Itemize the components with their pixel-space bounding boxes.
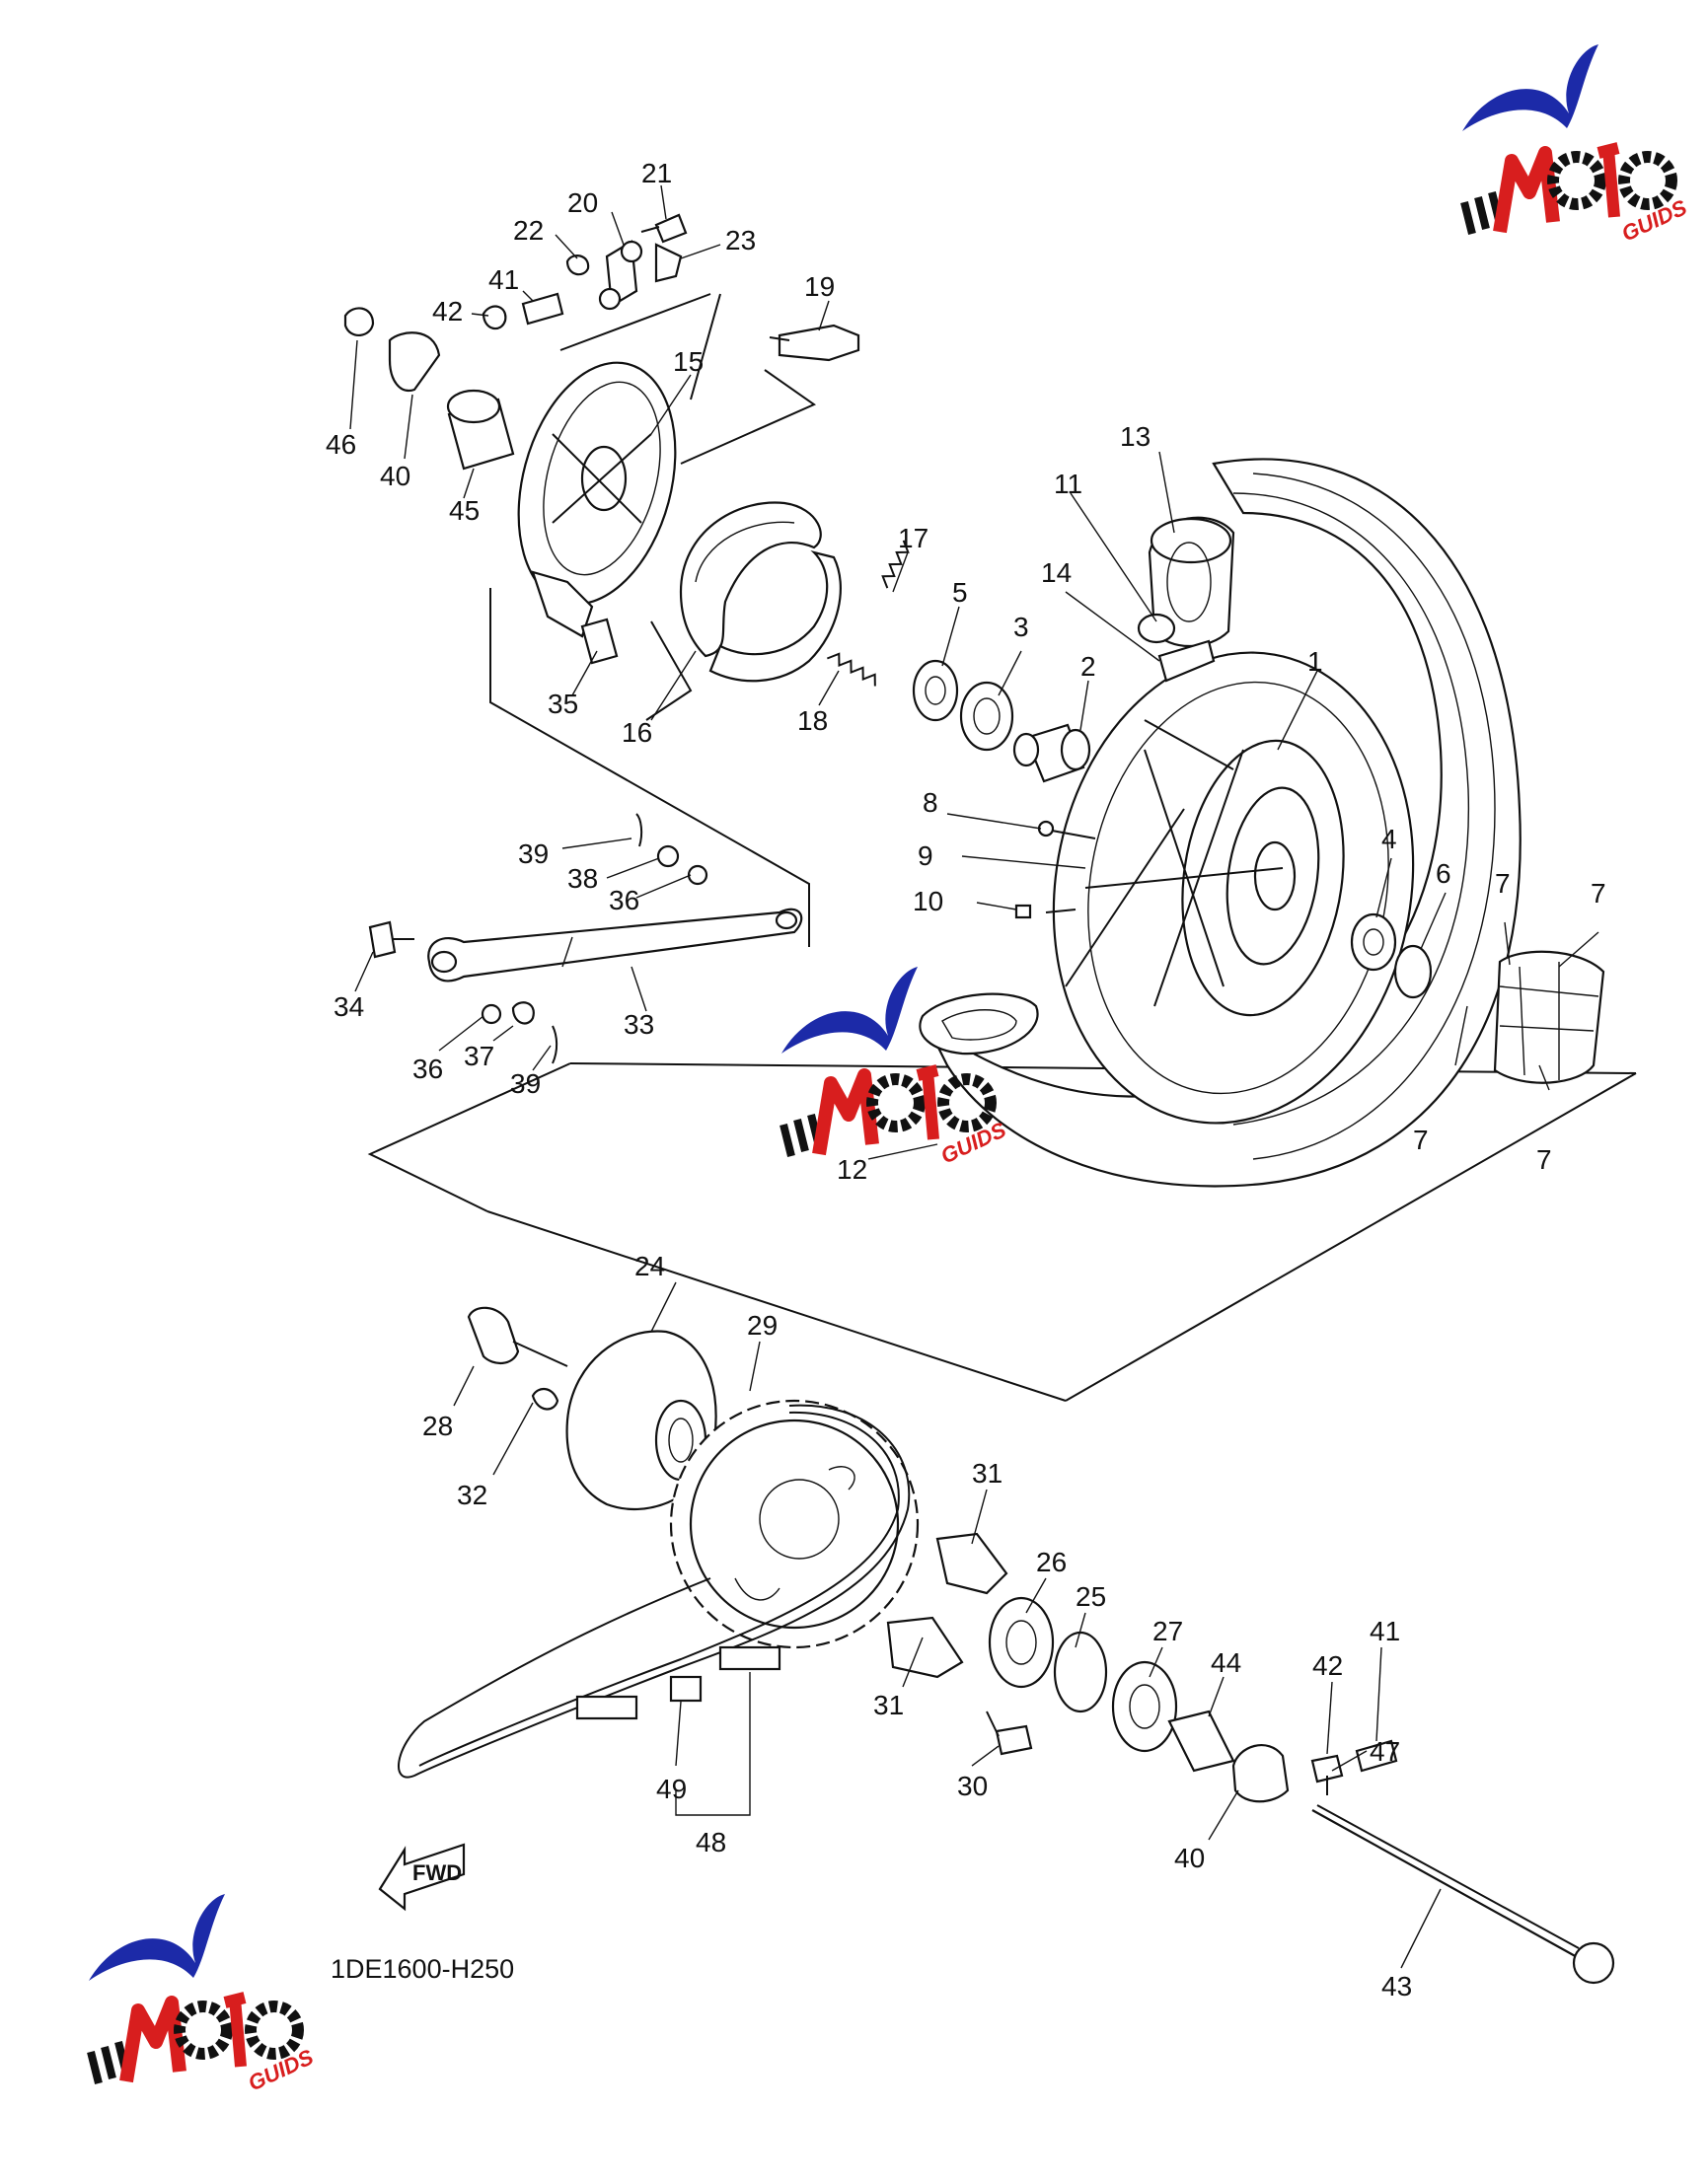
rim-band-and-valve-parts: [1137, 516, 1235, 683]
collar: [1012, 723, 1091, 783]
bearings-upper: [912, 659, 1014, 752]
bearing-and-oring: [1350, 912, 1433, 999]
callout-49: 49: [656, 1774, 687, 1804]
callout-39a: 39: [518, 838, 549, 869]
callout-27: 27: [1152, 1616, 1183, 1646]
callout-19: 19: [804, 271, 835, 302]
spoke-and-nipple: [1014, 820, 1096, 919]
callout-5: 5: [952, 577, 968, 608]
callout-39b: 39: [510, 1068, 541, 1099]
callout-17: 17: [898, 523, 928, 553]
callout-33: 33: [624, 1009, 654, 1040]
axle-side-parts: [886, 1532, 1615, 1985]
callout-13: 13: [1120, 421, 1151, 452]
callout-7d: 7: [1536, 1144, 1552, 1175]
callout-29: 29: [747, 1310, 778, 1341]
callout-46: 46: [326, 429, 356, 460]
callout-40a: 40: [380, 461, 410, 491]
callout-25: 25: [1076, 1581, 1106, 1612]
callout-3: 3: [1013, 612, 1029, 642]
callout-7b: 7: [1591, 878, 1606, 909]
callout-8: 8: [923, 787, 938, 818]
callout-20: 20: [567, 187, 598, 218]
callout-48: 48: [696, 1827, 726, 1857]
callout-9: 9: [918, 840, 933, 871]
brake-shoe-plate: [517, 361, 677, 638]
callout-7c: 7: [1413, 1125, 1429, 1155]
callout-16: 16: [622, 717, 652, 748]
callout-31a: 31: [972, 1458, 1003, 1489]
callout-21: 21: [641, 158, 672, 188]
callout-labels: 1 2 3 4 5 6 7 7 7 7 8 9 10 11 12 13 14 1…: [326, 158, 1606, 2002]
callout-12: 12: [837, 1154, 867, 1185]
callout-36a: 36: [609, 885, 639, 915]
fwd-arrow-icon: FWD: [378, 1843, 466, 1912]
callout-11: 11: [1054, 469, 1082, 499]
callout-6: 6: [1436, 858, 1451, 889]
callout-4: 4: [1381, 824, 1397, 854]
callout-24: 24: [634, 1251, 665, 1281]
callout-45: 45: [449, 495, 480, 526]
callout-7a: 7: [1495, 868, 1511, 899]
callout-40b: 40: [1174, 1843, 1205, 1873]
callout-37: 37: [464, 1041, 494, 1071]
callout-36b: 36: [412, 1054, 443, 1084]
callout-22: 22: [513, 215, 544, 246]
callout-32: 32: [457, 1480, 487, 1510]
callout-34: 34: [334, 991, 364, 1022]
callout-14: 14: [1041, 557, 1072, 588]
rear-sprocket: [669, 1399, 920, 1649]
drawing-code: 1DE1600-H250: [331, 1954, 514, 1984]
callout-15: 15: [673, 346, 704, 377]
callout-38: 38: [567, 863, 598, 894]
callout-23: 23: [725, 225, 756, 255]
callout-leaders-2: [349, 184, 1442, 1969]
callout-10: 10: [913, 886, 943, 916]
torque-rod: [368, 813, 803, 1064]
callout-26: 26: [1036, 1547, 1067, 1577]
sprocket-hub: [467, 1306, 717, 1511]
rear-wheel: [919, 458, 1522, 1188]
callout-28: 28: [422, 1411, 453, 1441]
moto-guids-logo-top-right: GUIDS: [1462, 44, 1691, 247]
moto-guids-logo-bottom-left: GUIDS: [89, 1894, 318, 2096]
callout-42b: 42: [1312, 1650, 1343, 1681]
callout-44: 44: [1211, 1647, 1241, 1678]
callout-30: 30: [957, 1771, 988, 1801]
callout-41a: 41: [488, 264, 519, 295]
brake-cam-parts: [343, 213, 860, 665]
callout-47: 47: [1370, 1736, 1400, 1767]
drive-chain: [398, 1404, 911, 1779]
brake-shoes: [679, 501, 842, 683]
springs: [826, 540, 910, 687]
hub-damper: [1493, 950, 1605, 1084]
callout-43: 43: [1381, 1971, 1412, 2002]
fwd-label: FWD: [412, 1860, 462, 1885]
callout-42a: 42: [432, 296, 463, 327]
callout-31b: 31: [873, 1690, 904, 1720]
callout-1: 1: [1307, 646, 1323, 677]
callout-18: 18: [797, 705, 828, 736]
leader-lines: [561, 451, 1599, 1160]
callout-41b: 41: [1370, 1616, 1400, 1646]
callout-2: 2: [1080, 651, 1096, 682]
